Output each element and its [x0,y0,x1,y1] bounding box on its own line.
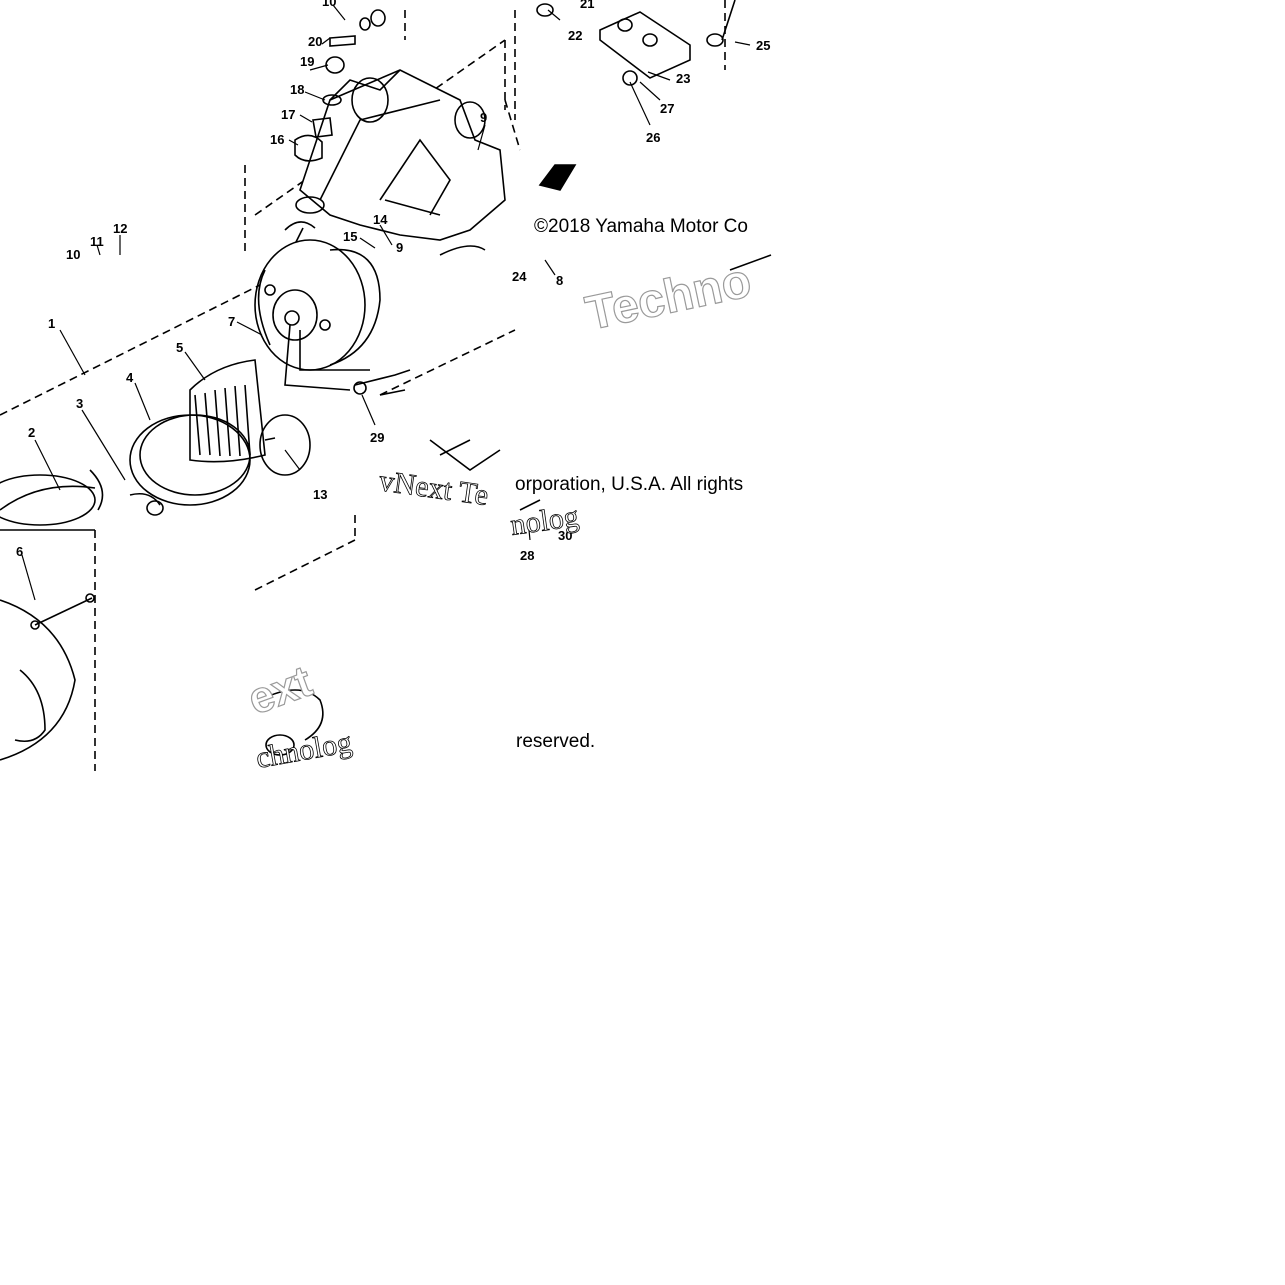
callout-3: 3 [76,396,83,411]
callout-1: 1 [48,316,55,331]
copyright-line-2: orporation, U.S.A. All rights [515,474,744,496]
callout-14: 14 [373,212,388,227]
callout-21: 21 [580,0,594,11]
callout-16: 16 [270,132,284,147]
callout-18: 18 [290,82,304,97]
leader-lines [21,4,751,601]
callout-labels: 10 20 19 18 17 16 9 14 9 15 7 5 4 1 3 2 … [16,0,770,563]
callout-19: 19 [300,54,314,69]
callout-8: 8 [556,273,563,288]
callout-13: 13 [313,487,327,502]
callout-10: 10 [66,247,80,262]
callout-9: 9 [396,240,403,255]
callout-2: 2 [28,425,35,440]
callout-15: 15 [343,229,357,244]
callout-25: 25 [756,38,770,53]
callout-7: 7 [228,314,235,329]
callout-11: 11 [90,234,104,249]
callout-22: 22 [568,28,582,43]
callout-27: 27 [660,101,674,116]
callout-10-top: 10 [322,0,336,9]
copyright-line-1: ©2018 Yamaha Motor Co [534,216,748,237]
callout-24: 24 [512,269,527,284]
callout-5: 5 [176,340,183,355]
callout-26: 26 [646,130,660,145]
callout-28: 28 [520,548,534,563]
copyright-line-3: reserved. [516,731,596,752]
callout-29: 29 [370,430,384,445]
line-art [0,0,772,771]
callout-4: 4 [126,370,134,385]
callout-30: 30 [558,528,572,543]
callout-12: 12 [113,221,127,236]
callout-6: 6 [16,544,23,559]
callout-17: 17 [281,107,295,122]
callout-20: 20 [308,34,322,49]
callout-9-top: 9 [480,110,487,125]
callout-23: 23 [676,71,690,86]
